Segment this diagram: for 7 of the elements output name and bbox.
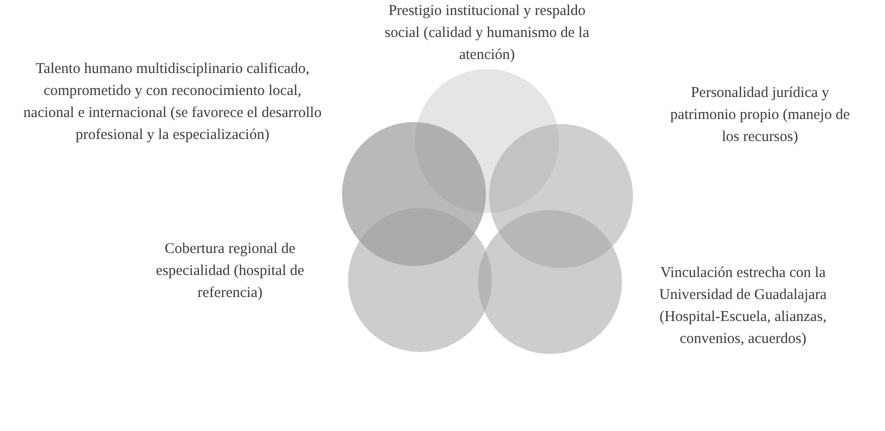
description-text: Personalidad jurídica y patrimonio propio (manejo de los recursos) <box>669 84 851 147</box>
description-text: Cobertura regional de especialidad (hospital de referencia) <box>154 240 306 303</box>
circle-shape <box>478 210 622 354</box>
description-text: Talento humano multidisciplinario calificado, comprometido y con reconocimiento local, nacional e internacional (se favorece el desarrollo profesional y la especialización) <box>22 60 323 145</box>
circle-shape <box>415 69 559 213</box>
description-text: Prestigio institucional y respaldo social (calidad y humanismo de la atención) <box>384 2 590 65</box>
description-text: Vinculación estrecha con la Universidad de Guadalajara (Hospital-Escuela, alianzas, convenios, acuerdos) <box>658 264 828 349</box>
